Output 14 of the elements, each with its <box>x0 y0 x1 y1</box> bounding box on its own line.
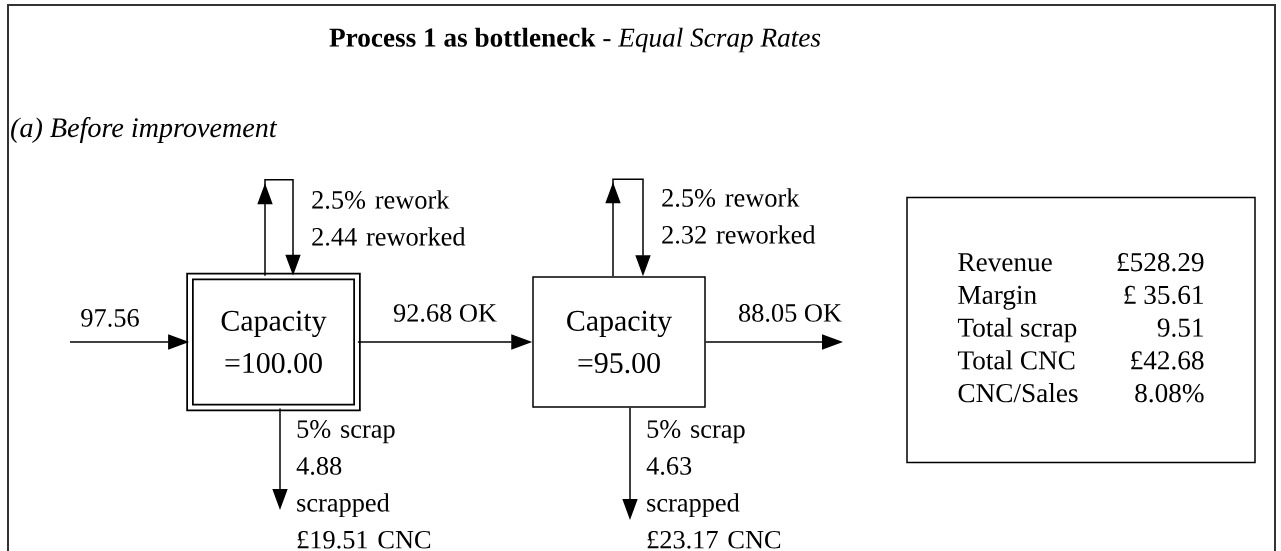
edge-label: 5% scrap 4.63 scrapped £23.17 CNC <box>644 418 796 551</box>
edge-label: 92.68 OK <box>391 302 499 324</box>
edge-label: 88.05 OK <box>736 302 844 324</box>
process-box: Capacity =95.00 <box>532 276 706 408</box>
section-label: (a) Before improvement <box>11 117 278 143</box>
edge-label: 97.56 <box>78 307 142 329</box>
summary-table: Revenue £528.29 Margin £ 35.61 Total scrap 9.51 Total CNC £42.68 CNC/Sales 8.08% <box>906 196 1256 464</box>
edge-label: 2.5% rework 2.32 reworked <box>659 186 828 246</box>
arrow <box>605 178 651 277</box>
title: Process 1 as bottleneck - Equal Scrap Rates <box>329 27 821 53</box>
process-box: Capacity =100.00 <box>186 272 361 412</box>
arrow <box>257 178 301 277</box>
edge-label: 2.5% rework 2.44 reworked <box>309 188 478 248</box>
edge-label: 5% scrap 4.88 scrapped £19.51 CNC <box>294 418 446 551</box>
